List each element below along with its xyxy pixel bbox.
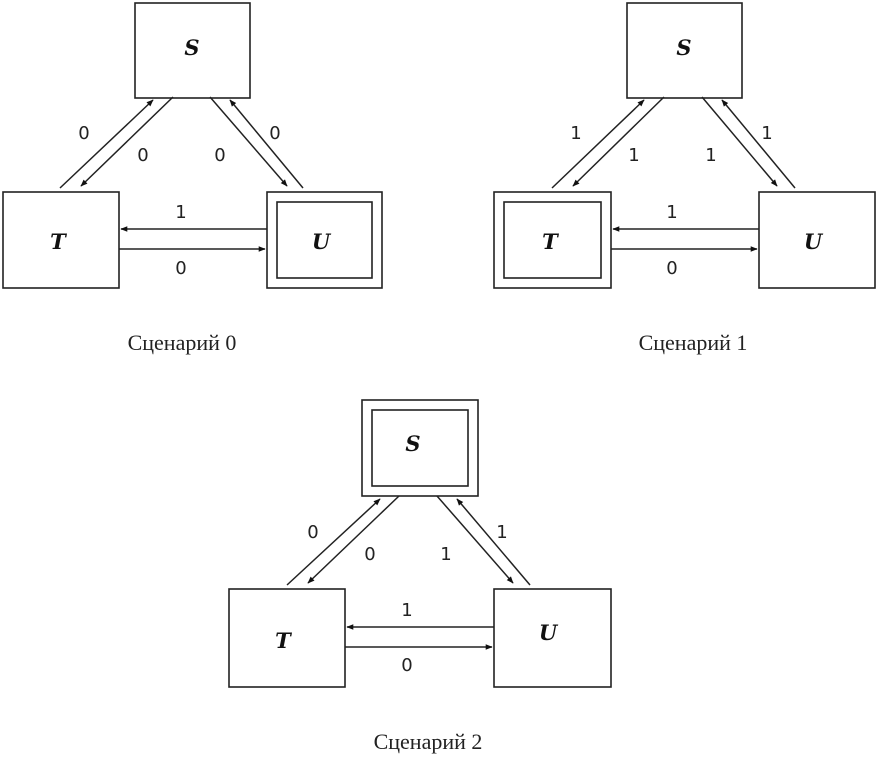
- node-s: S: [626, 2, 743, 99]
- edge-s-to-t: [80, 96, 174, 187]
- scenario-0: S T U 0 0 0 0 1 0 Сценарий 0: [2, 2, 383, 355]
- node-t: T: [2, 191, 120, 289]
- edge-label-u-to-s: 1: [761, 123, 772, 144]
- edge-label-s-to-u: 1: [705, 145, 716, 166]
- edge-label-s-to-u: 1: [440, 544, 451, 565]
- edge-label-t-to-s: 0: [78, 123, 89, 144]
- edge-s-to-u: [209, 96, 288, 187]
- node-t-label: T: [542, 229, 559, 254]
- edge-label-s-to-t: 0: [137, 145, 148, 166]
- scenario-caption: Сценарий 2: [374, 729, 483, 754]
- edge-u-to-s: [456, 498, 531, 586]
- edge-label-t-to-u: 0: [175, 258, 186, 279]
- edge-label-s-to-u: 0: [214, 145, 225, 166]
- edge-t-to-s: [59, 99, 154, 189]
- edge-label-u-to-s: 0: [269, 123, 280, 144]
- node-s: S: [134, 2, 251, 99]
- edge-t-to-s: [551, 99, 645, 189]
- edge-label-t-to-u: 0: [666, 258, 677, 279]
- edge-label-s-to-t: 0: [364, 544, 375, 565]
- edge-u-to-s: [229, 99, 304, 189]
- node-s-highlighted: S: [361, 399, 479, 497]
- node-u-highlighted: U: [266, 191, 383, 289]
- node-s-label: S: [405, 431, 420, 456]
- edge-s-to-t: [572, 96, 665, 187]
- scenario-1: S T U 1 1 1 1 1 0 Сценарий 1: [493, 2, 876, 355]
- edge-label-u-to-t: 1: [666, 202, 677, 223]
- edge-label-t-to-s: 0: [307, 522, 318, 543]
- edge-u-to-s: [721, 99, 796, 189]
- node-u-label: U: [804, 229, 824, 254]
- edge-s-to-u: [436, 495, 514, 584]
- edge-label-t-to-u: 0: [401, 655, 412, 676]
- scenario-caption: Сценарий 1: [639, 330, 748, 355]
- node-s-label: S: [676, 35, 691, 60]
- edge-s-to-u: [701, 96, 778, 187]
- node-t-label: T: [275, 628, 292, 653]
- node-t-label: T: [50, 229, 67, 254]
- scenario-2: S T U 0 0 1 1 1 0 Сценарий 2: [228, 399, 612, 754]
- edge-label-t-to-s: 1: [570, 123, 581, 144]
- node-t-highlighted: T: [493, 191, 612, 289]
- node-t: T: [228, 588, 346, 688]
- edge-t-to-s: [286, 498, 381, 586]
- scenario-caption: Сценарий 0: [128, 330, 237, 355]
- edge-label-u-to-s: 1: [496, 522, 507, 543]
- edge-label-s-to-t: 1: [628, 145, 639, 166]
- edge-s-to-t: [307, 495, 400, 584]
- node-u-label: U: [312, 229, 332, 254]
- edge-label-u-to-t: 1: [401, 600, 412, 621]
- node-u: U: [493, 588, 612, 688]
- node-s-label: S: [184, 35, 199, 60]
- node-u: U: [758, 191, 876, 289]
- node-u-label: U: [539, 620, 559, 645]
- edge-label-u-to-t: 1: [175, 202, 186, 223]
